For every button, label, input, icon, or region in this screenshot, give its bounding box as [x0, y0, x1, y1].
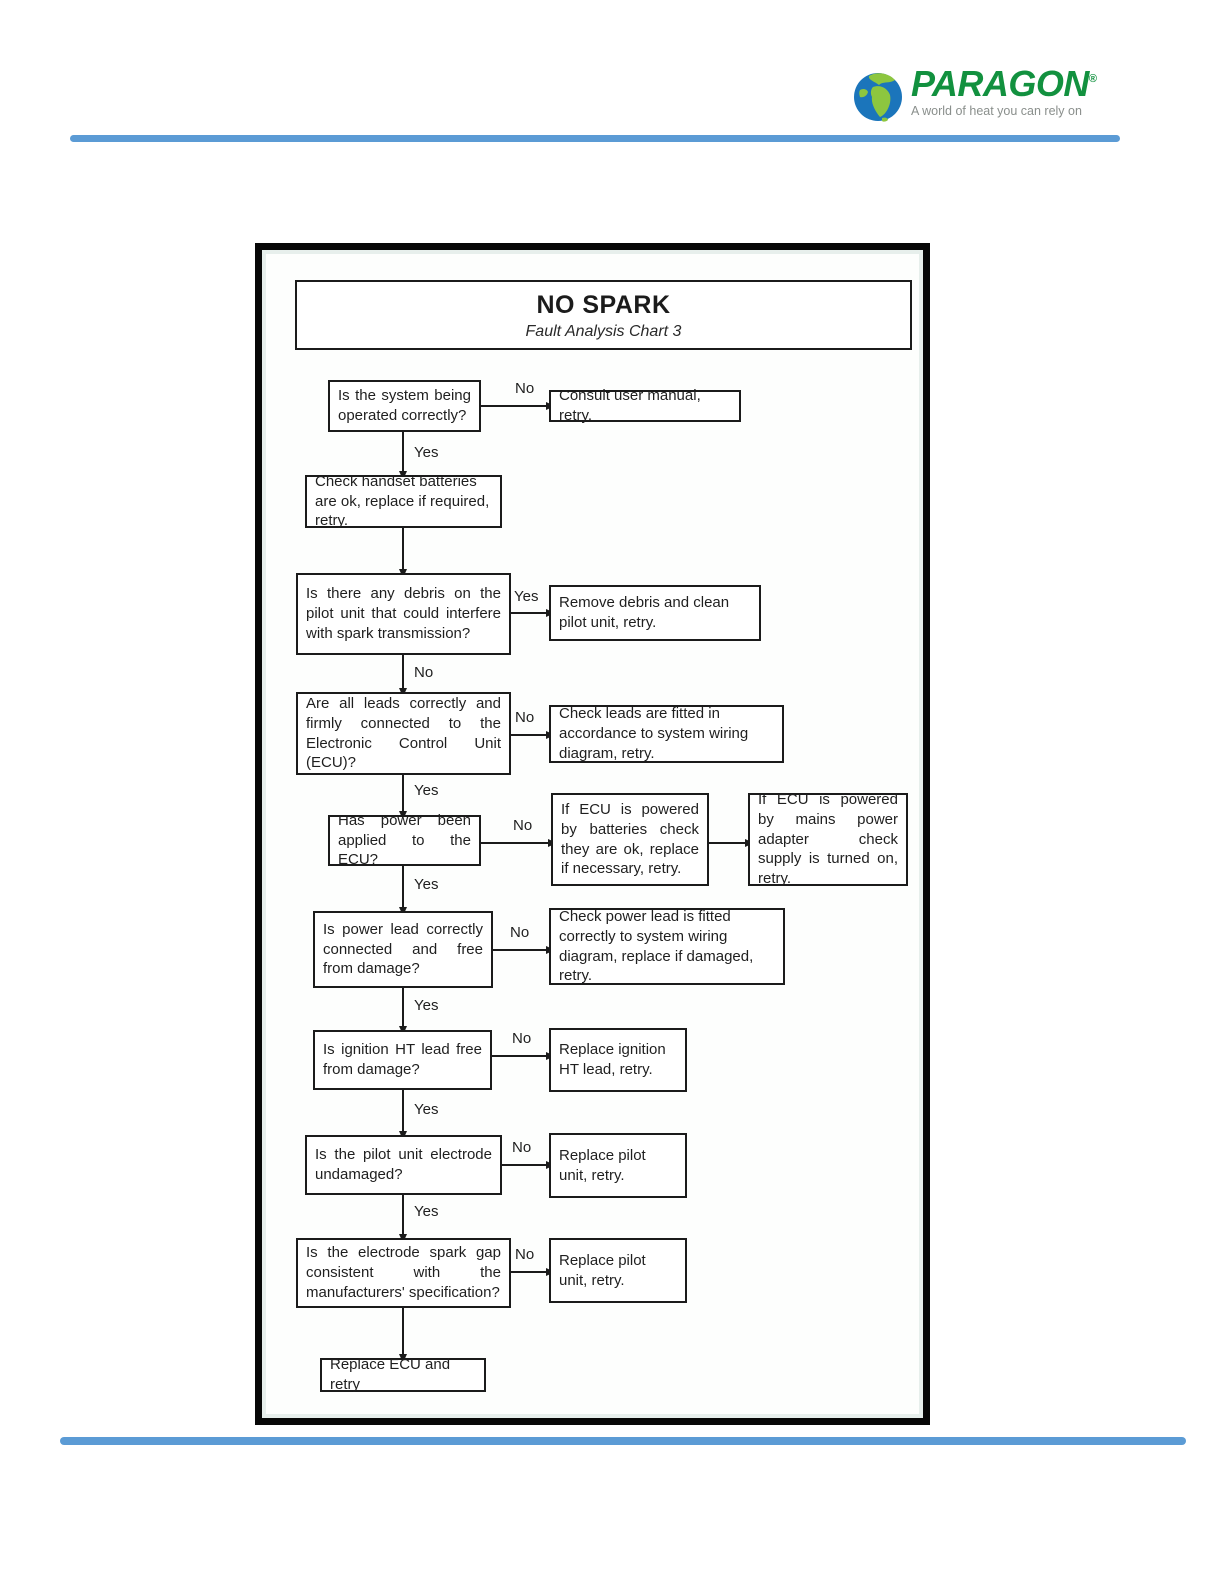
paragon-logo: PARAGON® A world of heat you can rely on [852, 63, 1097, 126]
edge-label-yes: Yes [414, 444, 439, 461]
bottom-divider-rule [60, 1437, 1186, 1445]
edge-label-yes: Yes [414, 782, 439, 799]
edge-label-yes: Yes [414, 997, 439, 1014]
node-a1: Consult user manual, retry. [549, 387, 741, 424]
arrow-q1-a1 [481, 402, 555, 410]
arrow-q5-a5 [493, 946, 555, 954]
edge-label-no: No [414, 664, 434, 681]
arrow-q8-final [399, 1308, 407, 1363]
node-q2: Is there any debris on the pilot unit th… [296, 573, 511, 655]
arrow-q2-q3 [399, 655, 407, 697]
arrow-q5-q6 [399, 988, 407, 1035]
arrow-q7-q8 [399, 1195, 407, 1243]
node-a4b: If ECU is powered by mains power adapter… [748, 791, 908, 887]
node-a6: Replace ignition HT lead, retry. [549, 1028, 687, 1092]
edge-label-yes: Yes [414, 1203, 439, 1220]
node-q8: Is the electrode spark gap consistent wi… [296, 1238, 511, 1308]
node-a2: Remove debris and clean pilot unit, retr… [549, 585, 761, 641]
arrow-q3-q4 [399, 775, 407, 820]
arrow-q8-a8 [511, 1268, 555, 1276]
fault-chart-frame: NO SPARK Fault Analysis Chart 3 Is the s… [255, 243, 930, 1425]
node-q5: Is power lead correctly connected and fr… [313, 911, 493, 988]
edge-label-no: No [510, 924, 530, 941]
node-q4: Has power been applied to the ECU? [328, 812, 481, 868]
registered-mark: ® [1088, 73, 1097, 85]
arrow-q1-s1 [399, 432, 407, 480]
globe-icon [854, 73, 902, 122]
edge-label-yes: Yes [514, 588, 539, 605]
edge-label-yes: Yes [414, 1101, 439, 1118]
top-divider-rule [70, 135, 1120, 142]
arrow-q2-a2 [511, 609, 555, 617]
brand-name: PARAGON® [911, 63, 1097, 104]
node-s1: Check handset batteries are ok, replace … [305, 473, 502, 529]
edge-label-no: No [515, 380, 535, 397]
brand-tagline: A world of heat you can rely on [911, 104, 1082, 118]
arrow-q6-a6 [492, 1052, 555, 1060]
node-final: Replace ECU and retry [320, 1356, 486, 1393]
node-a7: Replace pilot unit, retry. [549, 1133, 687, 1198]
arrow-q3-a3 [511, 731, 555, 739]
arrow-q7-a7 [502, 1161, 555, 1169]
node-q7: Is the pilot unit electrode undamaged? [305, 1135, 502, 1195]
arrow-q4-q5 [399, 866, 407, 916]
edge-label-no: No [512, 1030, 532, 1047]
node-a8: Replace pilot unit, retry. [549, 1238, 687, 1303]
edge-label-yes: Yes [414, 876, 439, 893]
arrow-s1-q2 [399, 528, 407, 578]
edge-label-no: No [512, 1139, 532, 1156]
node-a5: Check power lead is fitted correctly to … [549, 908, 785, 985]
chart-title: NO SPARK [536, 291, 671, 319]
chart-title-box: NO SPARK Fault Analysis Chart 3 [295, 280, 912, 350]
edge-label-no: No [513, 817, 533, 834]
edge-label-no: No [515, 709, 535, 726]
node-q1: Is the system being operated correctly? [328, 380, 481, 432]
node-a4a: If ECU is powered by batteries check the… [551, 793, 709, 886]
arrow-q6-q7 [399, 1090, 407, 1140]
edge-label-no: No [515, 1246, 535, 1263]
node-a3: Check leads are fitted in accordance to … [549, 705, 784, 763]
arrow-q4-a4a [481, 839, 557, 847]
node-q3: Are all leads correctly and firmly conne… [296, 692, 511, 775]
node-q6: Is ignition HT lead free from damage? [313, 1030, 492, 1090]
arrow-a4a-a4b [709, 839, 754, 847]
chart-subtitle: Fault Analysis Chart 3 [525, 323, 682, 340]
